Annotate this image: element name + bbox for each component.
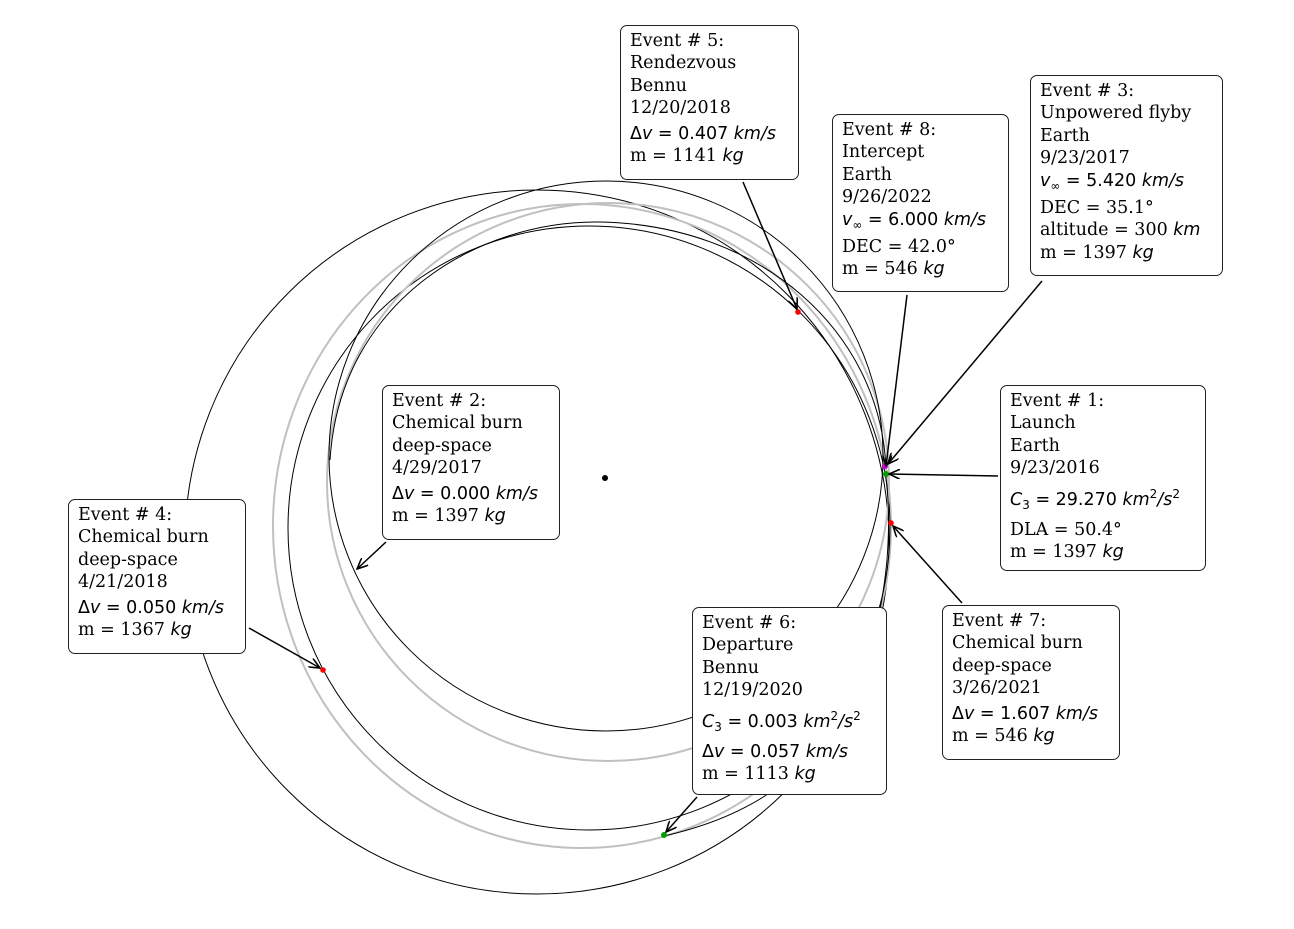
event-body: deep-space bbox=[952, 655, 1052, 676]
arrow-event-4 bbox=[248, 627, 320, 668]
marker-event-5 bbox=[795, 309, 801, 315]
event-type: Chemical burn bbox=[952, 633, 1083, 654]
event-1-annotation: Event # 1: Launch Earth 9/23/2016 C3 = 2… bbox=[1000, 385, 1206, 571]
event-mass: m = 1397 kg bbox=[392, 506, 506, 527]
event-header: Event # 1: bbox=[1010, 391, 1105, 411]
event-type: Chemical burn bbox=[78, 527, 209, 548]
event-delta-v: Δv = 0.050 km/s bbox=[78, 597, 224, 618]
event-mass: m = 546 kg bbox=[842, 259, 945, 280]
event-c3: C3 = 29.270 km2/s2 bbox=[1010, 486, 1180, 512]
event-mass: m = 1397 kg bbox=[1010, 542, 1124, 563]
event-altitude: altitude = 300 km bbox=[1040, 220, 1201, 241]
event-c3: C3 = 0.003 km2/s2 bbox=[702, 708, 861, 734]
event-mass: m = 1397 kg bbox=[1040, 242, 1154, 263]
event-date: 4/21/2018 bbox=[78, 572, 168, 593]
event-body: Earth bbox=[1010, 435, 1060, 456]
event-mass: m = 546 kg bbox=[952, 726, 1055, 747]
event-4-annotation: Event # 4: Chemical burn deep-space 4/21… bbox=[68, 499, 246, 654]
event-7-annotation: Event # 7: Chemical burn deep-space 3/26… bbox=[942, 605, 1120, 760]
event-body: deep-space bbox=[392, 435, 492, 456]
event-date: 3/26/2021 bbox=[952, 678, 1042, 699]
event-6-annotation: Event # 6: Departure Bennu 12/19/2020 C3… bbox=[692, 607, 887, 795]
event-type: Chemical burn bbox=[392, 413, 523, 434]
event-dec: DEC = 35.1° bbox=[1040, 198, 1154, 219]
arrow-event-2 bbox=[357, 541, 387, 569]
event-2-annotation: Event # 2: Chemical burn deep-space 4/29… bbox=[382, 385, 560, 540]
event-header: Event # 4: bbox=[78, 505, 173, 525]
event-vinf: v∞ = 5.420 km/s bbox=[1040, 170, 1185, 193]
event-delta-v: Δv = 0.407 km/s bbox=[630, 123, 776, 144]
event-dec: DEC = 42.0° bbox=[842, 237, 956, 258]
event-type: Launch bbox=[1010, 413, 1076, 434]
event-body: deep-space bbox=[78, 549, 178, 570]
sun-marker bbox=[602, 475, 608, 481]
event-delta-v: Δv = 0.000 km/s bbox=[392, 483, 538, 504]
event-body: Earth bbox=[1040, 125, 1090, 146]
arrow-event-3 bbox=[888, 280, 1043, 464]
event-body: Bennu bbox=[630, 75, 688, 96]
event-delta-v: Δv = 1.607 km/s bbox=[952, 703, 1098, 724]
event-type: Unpowered flyby bbox=[1040, 103, 1192, 124]
arrow-event-8 bbox=[886, 294, 908, 466]
event-body: Earth bbox=[842, 164, 892, 185]
arrow-event-1 bbox=[889, 474, 999, 476]
marker-event-4 bbox=[320, 667, 326, 673]
event-type: Departure bbox=[702, 635, 794, 656]
arrow-event-5 bbox=[742, 181, 797, 309]
event-date: 12/19/2020 bbox=[702, 680, 803, 701]
event-mass: m = 1141 kg bbox=[630, 146, 744, 167]
orbit-bennu-light-inner bbox=[326, 202, 890, 762]
event-header: Event # 3: bbox=[1040, 81, 1135, 101]
marker-event-6 bbox=[661, 832, 667, 838]
event-mass: m = 1367 kg bbox=[78, 620, 192, 641]
event-dla: DLA = 50.4° bbox=[1010, 520, 1122, 541]
arrow-event-6 bbox=[666, 796, 698, 832]
orbit-transfer-mid bbox=[287, 225, 891, 831]
event-header: Event # 2: bbox=[392, 391, 487, 411]
marker-event-3 bbox=[882, 463, 888, 469]
event-8-annotation: Event # 8: Intercept Earth 9/26/2022 v∞ … bbox=[832, 114, 1009, 292]
event-type: Intercept bbox=[842, 142, 925, 163]
event-vinf: v∞ = 6.000 km/s bbox=[842, 209, 987, 232]
marker-event-1 bbox=[883, 471, 889, 477]
event-date: 4/29/2017 bbox=[392, 458, 482, 479]
event-delta-v: Δv = 0.057 km/s bbox=[702, 742, 848, 763]
event-date: 9/23/2016 bbox=[1010, 458, 1100, 479]
event-3-annotation: Event # 3: Unpowered flyby Earth 9/23/20… bbox=[1030, 75, 1223, 276]
event-type: Rendezvous bbox=[630, 53, 737, 74]
event-header: Event # 8: bbox=[842, 120, 937, 140]
event-mass: m = 1113 kg bbox=[702, 764, 816, 785]
arrow-event-7 bbox=[893, 526, 963, 604]
event-body: Bennu bbox=[702, 657, 760, 678]
orbit-layer bbox=[184, 180, 892, 895]
event-date: 12/20/2018 bbox=[630, 98, 731, 119]
event-date: 9/23/2017 bbox=[1040, 148, 1130, 169]
event-header: Event # 6: bbox=[702, 613, 797, 633]
event-header: Event # 7: bbox=[952, 611, 1047, 631]
event-5-annotation: Event # 5: Rendezvous Bennu 12/20/2018 Δ… bbox=[620, 25, 799, 180]
marker-event-7 bbox=[888, 520, 894, 526]
orbit-flyby-arc bbox=[329, 221, 887, 469]
event-date: 9/26/2022 bbox=[842, 187, 932, 208]
event-header: Event # 5: bbox=[630, 31, 725, 51]
annotation-arrows bbox=[248, 181, 1043, 832]
